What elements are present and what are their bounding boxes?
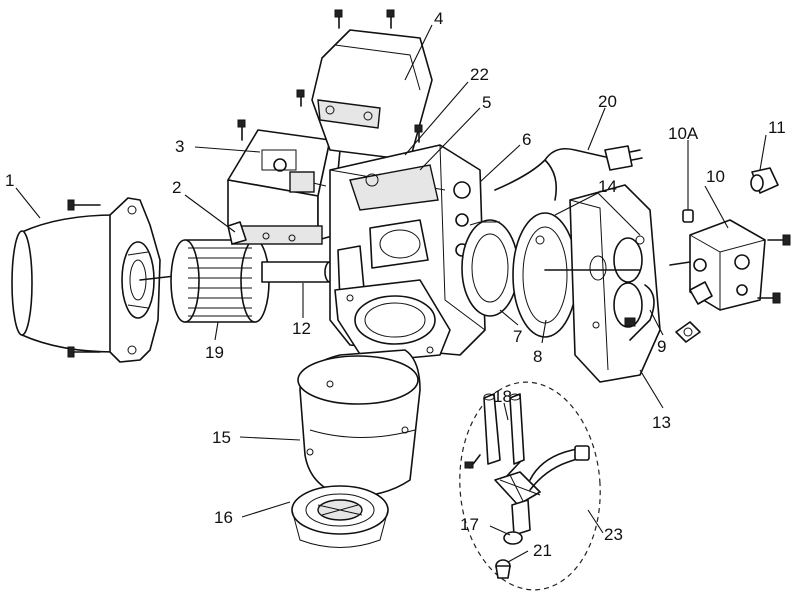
- callout-2: 2: [172, 178, 181, 197]
- part-blower-wheel: [170, 239, 270, 323]
- leader-lines: [15, 24, 767, 563]
- part-motor: [11, 197, 176, 363]
- part-end-cone: [291, 485, 389, 548]
- screw-icon: [757, 292, 781, 304]
- part-nozzle-adapter: [503, 499, 531, 545]
- callout-23: 23: [604, 525, 623, 544]
- screw-icon: [237, 119, 246, 141]
- callout-5: 5: [482, 93, 491, 112]
- part-coupling-shaft: [261, 261, 336, 283]
- part-oil-line: [529, 445, 590, 491]
- callout-10: 10: [706, 167, 725, 186]
- part-nozzle: [495, 559, 511, 579]
- screw-icon: [414, 124, 423, 143]
- screw-icon: [386, 9, 395, 29]
- callout-9: 9: [657, 337, 666, 356]
- part-cover: [296, 9, 433, 161]
- part-electrode-lead: [624, 284, 701, 343]
- part-power-cord: [494, 145, 643, 201]
- screw-icon: [296, 89, 305, 107]
- callout-22: 22: [470, 65, 489, 84]
- callout-10a: 10A: [668, 124, 699, 143]
- callout-13: 13: [652, 413, 671, 432]
- callout-21: 21: [533, 541, 552, 560]
- callout-6: 6: [522, 130, 531, 149]
- screw-icon: [67, 346, 101, 358]
- callout-4: 4: [434, 9, 443, 28]
- callout-17: 17: [460, 515, 479, 534]
- part-control-box: [227, 119, 341, 245]
- screw-icon: [334, 9, 343, 29]
- callout-19: 19: [205, 343, 224, 362]
- callout-8: 8: [533, 347, 542, 366]
- callout-20: 20: [598, 92, 617, 111]
- screw-icon: [67, 199, 101, 211]
- part-burner-housing: [329, 144, 486, 356]
- callout-11: 11: [768, 118, 786, 137]
- callout-16: 16: [214, 508, 233, 527]
- callout-15: 15: [212, 428, 231, 447]
- callout-3: 3: [175, 137, 184, 156]
- part-electrode-assembly: [464, 393, 541, 506]
- part-air-ring: [461, 219, 519, 317]
- callout-1: 1: [5, 171, 14, 190]
- callout-labels: 1 2 3 4 5 6 7 8 9 10 10A 11 12 13 14 15 …: [5, 9, 786, 560]
- part-plug: [682, 209, 694, 223]
- callout-12: 12: [292, 319, 311, 338]
- part-fitting: [750, 167, 779, 194]
- part-air-tube: [297, 349, 421, 497]
- part-fuel-pump: [669, 219, 791, 311]
- callout-14: 14: [598, 177, 617, 196]
- callout-7: 7: [513, 327, 522, 346]
- screw-icon: [767, 234, 791, 246]
- fitting-icon: [675, 321, 701, 343]
- part-bracket: [227, 221, 247, 245]
- callout-18: 18: [493, 387, 512, 406]
- part-mounting-plate: [334, 279, 451, 363]
- detail-region-outline: [459, 381, 601, 591]
